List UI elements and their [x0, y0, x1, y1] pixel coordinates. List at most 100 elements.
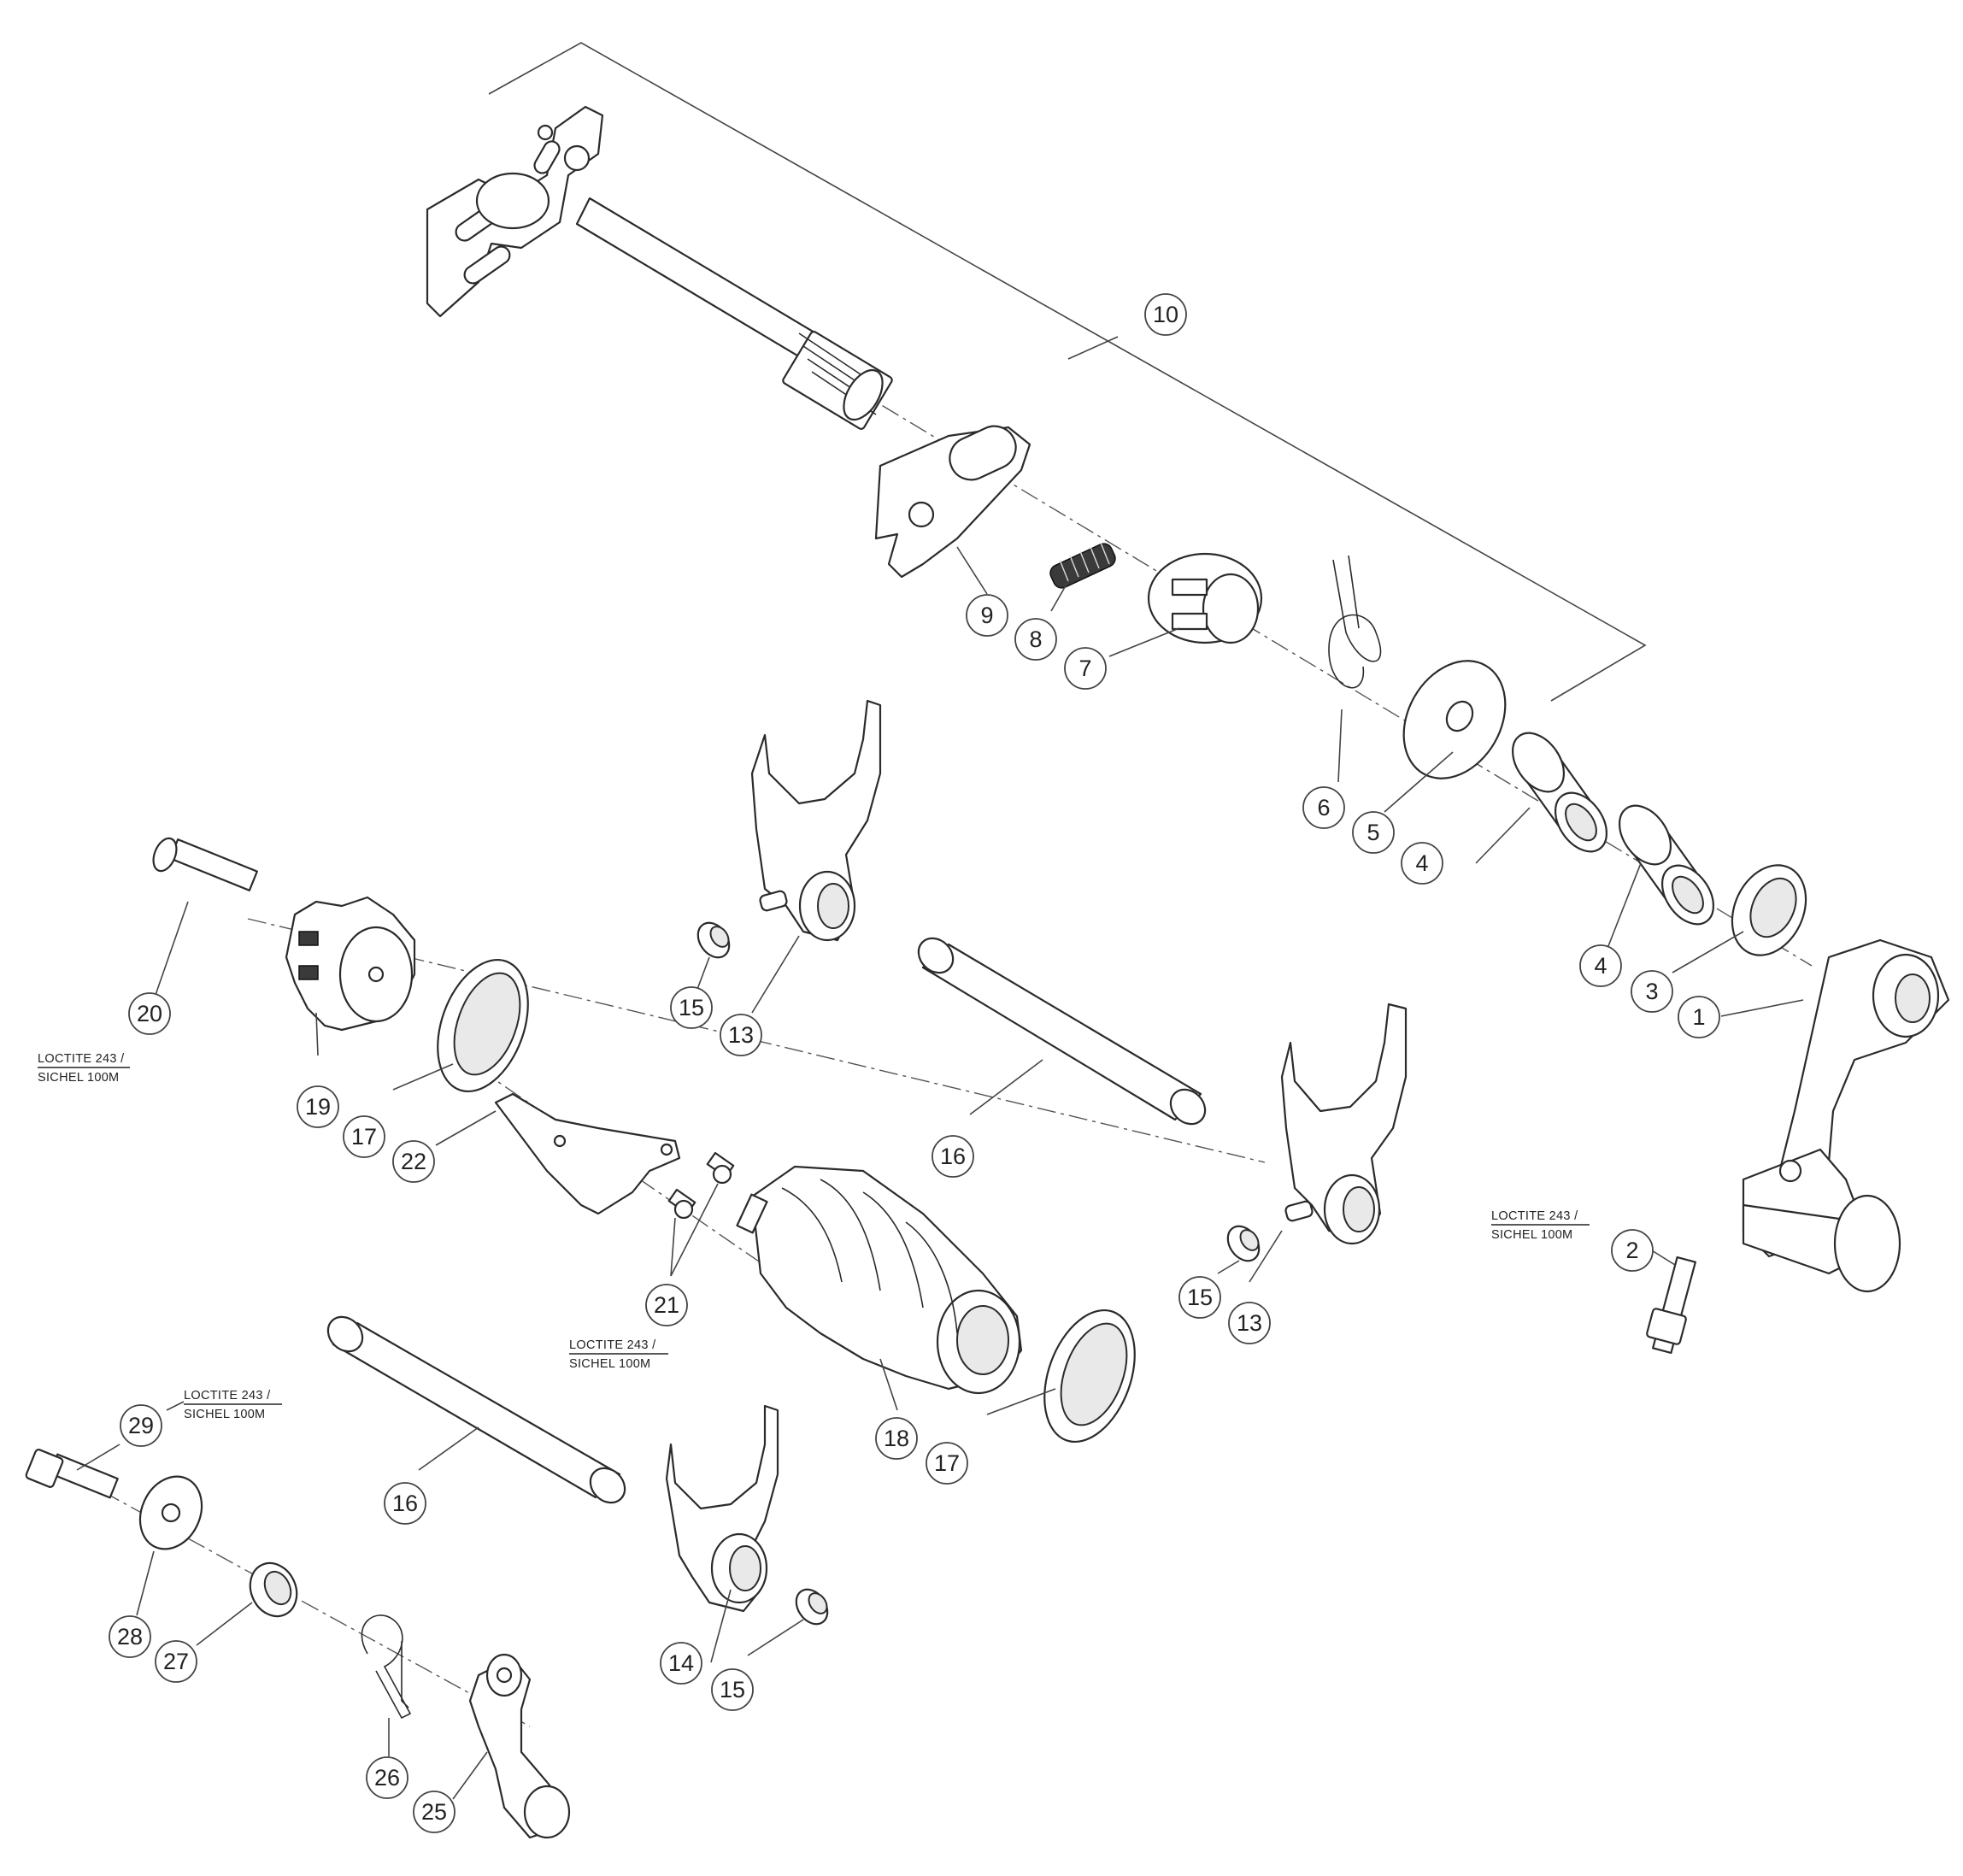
svg-text:3: 3: [1645, 979, 1658, 1004]
shift-shaft: [426, 105, 893, 430]
svg-text:28: 28: [117, 1624, 143, 1650]
bolt-29: [25, 1449, 119, 1499]
bush-4-upper: [1511, 732, 1608, 853]
bolt-2: [1646, 1256, 1696, 1355]
svg-text:13: 13: [728, 1022, 754, 1048]
svg-text:19: 19: [305, 1094, 331, 1120]
svg-text:22: 22: [401, 1149, 426, 1174]
callout-6: 6: [1302, 786, 1345, 829]
svg-text:9: 9: [980, 603, 993, 628]
bush-4-lower: [1618, 804, 1715, 926]
washer-5: [1402, 660, 1507, 779]
callout-1: 1: [1678, 996, 1720, 1038]
svg-text:LOCTITE 243 /: LOCTITE 243 /: [1491, 1209, 1578, 1223]
callout-14: 14: [660, 1642, 702, 1685]
callout-4-upper: 4: [1401, 842, 1443, 885]
svg-text:SICHEL 100M: SICHEL 100M: [569, 1357, 650, 1371]
callout-26: 26: [366, 1756, 408, 1799]
svg-text:5: 5: [1366, 820, 1379, 845]
note-loctite-2: LOCTITE 243 / SICHEL 100M: [1491, 1209, 1590, 1242]
svg-text:LOCTITE 243 /: LOCTITE 243 /: [38, 1052, 125, 1066]
note-loctite-29: LOCTITE 243 / SICHEL 100M: [184, 1389, 282, 1421]
callout-13-right: 13: [1228, 1302, 1271, 1344]
callout-20: 20: [128, 992, 171, 1035]
svg-text:15: 15: [720, 1677, 745, 1703]
callout-19: 19: [297, 1085, 339, 1128]
bushing-15-a: [696, 921, 731, 959]
svg-text:20: 20: [137, 1001, 162, 1026]
svg-text:17: 17: [351, 1124, 377, 1150]
shift-fork-13-upper: [750, 699, 882, 942]
guide-sleeve: [1147, 552, 1263, 644]
callout-4-lower: 4: [1579, 944, 1622, 987]
shift-drum-18: [736, 1165, 1023, 1395]
leader-lines: [76, 336, 1804, 1800]
callout-15-c: 15: [711, 1668, 754, 1711]
spring: [1049, 542, 1116, 589]
callout-8: 8: [1014, 618, 1057, 661]
svg-text:13: 13: [1237, 1310, 1262, 1336]
seal-ring: [1731, 864, 1807, 956]
svg-text:10: 10: [1153, 302, 1178, 327]
rod-16-lower: [326, 1315, 626, 1504]
svg-text:16: 16: [940, 1144, 966, 1169]
svg-text:2: 2: [1625, 1238, 1638, 1263]
svg-text:15: 15: [679, 995, 704, 1020]
callout-16-lower: 16: [384, 1482, 426, 1525]
svg-text:16: 16: [392, 1491, 418, 1516]
svg-text:15: 15: [1187, 1285, 1213, 1310]
shift-lever: [1742, 938, 1950, 1293]
shift-cam-19: [285, 896, 416, 1032]
note-loctite-21: LOCTITE 243 / SICHEL 100M: [569, 1338, 668, 1371]
callout-7: 7: [1064, 647, 1107, 690]
shift-fork-13-right: [1280, 1003, 1408, 1245]
callout-16-upper: 16: [932, 1135, 974, 1178]
callout-29: 29: [120, 1404, 162, 1447]
bush-27: [249, 1561, 298, 1618]
svg-text:4: 4: [1415, 850, 1428, 876]
svg-text:29: 29: [128, 1413, 154, 1438]
assembly-bracket: [488, 42, 1647, 702]
callout-17-upper: 17: [343, 1115, 385, 1158]
svg-text:18: 18: [884, 1426, 909, 1451]
note-loctite-20: LOCTITE 243 / SICHEL 100M: [38, 1052, 130, 1085]
svg-text:SICHEL 100M: SICHEL 100M: [38, 1071, 119, 1085]
bearing-17-lower: [1043, 1308, 1136, 1444]
callout-2: 2: [1611, 1229, 1654, 1272]
svg-text:LOCTITE 243 /: LOCTITE 243 /: [184, 1389, 271, 1403]
callout-21: 21: [645, 1284, 688, 1326]
callout-3: 3: [1631, 970, 1673, 1013]
shift-plate: [874, 425, 1031, 579]
callout-22: 22: [392, 1140, 435, 1183]
callout-18: 18: [875, 1417, 918, 1460]
bearing-17-upper: [437, 958, 529, 1093]
screw-21-a: [706, 1151, 735, 1185]
rod-16-upper: [917, 937, 1207, 1126]
bracket-22: [494, 1092, 681, 1215]
callout-28: 28: [109, 1615, 151, 1658]
callout-25: 25: [413, 1791, 455, 1833]
bolt-20: [152, 837, 258, 891]
svg-text:27: 27: [163, 1649, 189, 1674]
svg-text:25: 25: [421, 1799, 447, 1825]
callout-9: 9: [966, 594, 1008, 637]
svg-text:SICHEL 100M: SICHEL 100M: [1491, 1228, 1572, 1242]
callout-17-lower: 17: [926, 1442, 968, 1485]
svg-text:14: 14: [668, 1650, 694, 1676]
svg-text:17: 17: [934, 1450, 960, 1476]
lever-25: [468, 1653, 571, 1839]
spring-clip: [1328, 555, 1382, 689]
callout-5: 5: [1352, 811, 1395, 854]
svg-text:1: 1: [1692, 1004, 1705, 1030]
svg-text:SICHEL 100M: SICHEL 100M: [184, 1408, 265, 1421]
svg-text:6: 6: [1317, 795, 1330, 820]
bushing-15-c: [795, 1588, 829, 1626]
svg-text:26: 26: [374, 1765, 400, 1791]
svg-text:4: 4: [1594, 953, 1607, 979]
callout-15-a: 15: [670, 986, 713, 1029]
svg-text:8: 8: [1029, 626, 1042, 652]
callout-15-b: 15: [1178, 1276, 1221, 1319]
bushing-15-b: [1226, 1225, 1261, 1262]
spring-26: [361, 1614, 412, 1720]
